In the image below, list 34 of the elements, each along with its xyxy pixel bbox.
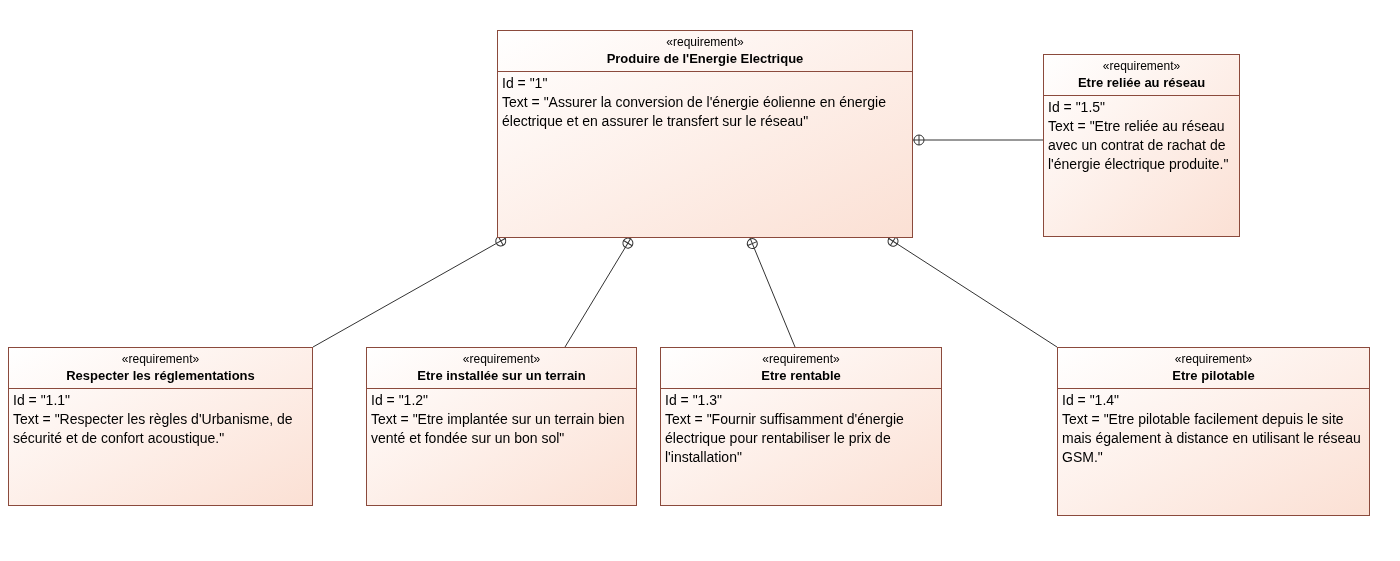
containment-line — [746, 237, 796, 348]
requirement-box — [660, 347, 942, 506]
requirement-name: Produire de l'Energie Electrique — [606, 50, 804, 68]
text-property: Text = "Fournir suffisamment d'énergie électrique pour rentabiliser le prix de l'installation" — [665, 410, 905, 467]
requirement-name: Etre pilotable — [1172, 367, 1255, 385]
text-property: Text = "Etre pilotable facilement depuis le site mais également à distance en utilisant le réseau GSM." — [1062, 410, 1362, 467]
requirement-name: Respecter les réglementations — [66, 367, 255, 385]
requirement-box — [366, 347, 637, 506]
containment-line — [912, 134, 1044, 146]
requirement-box — [1057, 347, 1370, 516]
stereotype-label: «requirement» — [762, 351, 840, 367]
stereotype-label: «requirement» — [1174, 351, 1253, 367]
requirement-box — [497, 30, 913, 238]
text-property: Text = "Etre reliée au réseau avec un contrat de rachat de l'énergie électrique produite." — [1048, 117, 1230, 174]
id-property: Id = "1.4" — [1062, 391, 1121, 410]
text-property: Text = "Respecter les règles d'Urbanisme, de sécurité et de confort acoustique." — [13, 410, 294, 448]
stereotype-label: «requirement» — [121, 351, 200, 367]
id-property: Id = "1.5" — [1048, 98, 1107, 117]
stereotype-label: «requirement» — [666, 34, 744, 50]
id-property: Id = "1.1" — [13, 391, 72, 410]
requirement-name: Etre installée sur un terrain — [417, 367, 586, 385]
requirement-box — [1043, 54, 1240, 237]
text-property: Text = "Etre implantée sur un terrain bien venté et fondée sur un bon sol" — [371, 410, 626, 448]
id-property: Id = "1" — [502, 74, 549, 93]
stereotype-label: «requirement» — [1102, 58, 1181, 74]
requirement-name: Etre rentable — [761, 367, 841, 385]
requirement-box — [8, 347, 313, 506]
id-property: Id = "1.2" — [371, 391, 430, 410]
requirement-name: Etre reliée au réseau — [1077, 74, 1206, 92]
text-property: Text = "Assurer la conversion de l'énergie éolienne en énergie électrique et en assurer le transfert sur le réseau" — [502, 93, 887, 131]
containment-line — [564, 237, 634, 348]
stereotype-label: «requirement» — [462, 351, 541, 367]
id-property: Id = "1.3" — [665, 391, 724, 410]
containment-line — [312, 235, 507, 348]
